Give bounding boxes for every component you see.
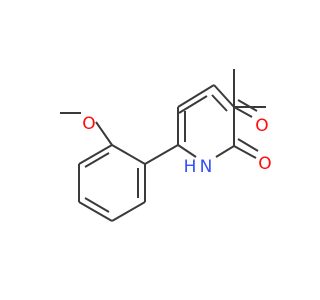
- ring-nitrogen-n-label: N: [200, 157, 213, 177]
- bond-c3-c4: [213, 84, 235, 108]
- bond-c6-aryl: [144, 144, 179, 165]
- bond-acetyl-carbon-o: [233, 106, 253, 118]
- bond-aryl-5-6: [111, 201, 146, 222]
- bond-aryl-1-2: [111, 144, 146, 165]
- bond-c6-n1: [177, 144, 197, 158]
- bond-aryl-2-3: [78, 144, 113, 165]
- bond-c2-o: [233, 145, 257, 159]
- bond-c3-c4-inner: [211, 94, 228, 112]
- molecule-canvas: O O O H N: [60, 69, 272, 222]
- carbonyl-oxygen-label: O: [258, 154, 271, 174]
- ring-nitrogen-h-label: H: [184, 157, 197, 177]
- bond-c4-c5-inner: [178, 95, 208, 114]
- bond-c4-c5: [177, 84, 215, 108]
- acetyl-oxygen-label: O: [255, 116, 268, 136]
- bond-acetyl-carbon-o-double: [237, 99, 258, 112]
- bond-n1-c2: [215, 145, 235, 158]
- bond-aryl-4-5: [78, 201, 113, 222]
- bond-aryl-inner-1: [84, 152, 110, 168]
- bond-aryl-inner-2: [84, 197, 110, 213]
- bond-c2-o-double: [237, 138, 259, 152]
- methoxy-oxygen-label: O: [82, 114, 95, 134]
- bond-aryl-methoxy-o: [95, 121, 113, 146]
- structure-diagram: O O O H N: [60, 69, 272, 222]
